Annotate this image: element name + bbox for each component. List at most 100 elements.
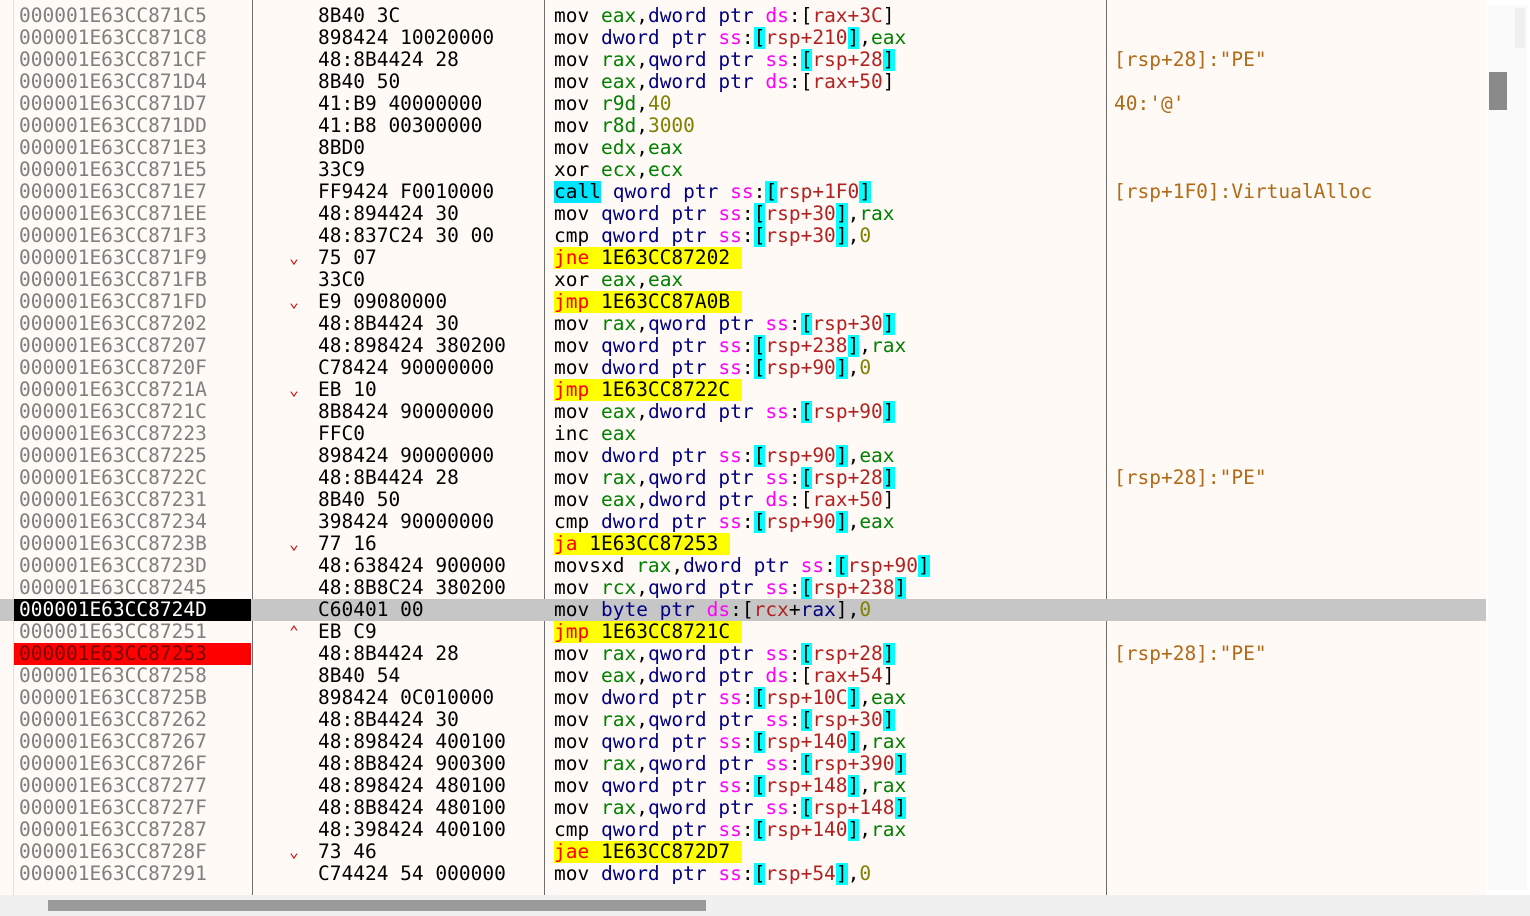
vertical-scrollbar[interactable] [1486,0,1530,895]
asm-token[interactable]: 1E63CC8722C [589,379,742,401]
instruction-address[interactable]: 000001E63CC871EE [19,203,207,225]
asm-token[interactable]: 1E63CC8721C [589,621,742,643]
instruction-address[interactable]: 000001E63CC8721A [19,379,207,401]
asm-token[interactable]: 1E63CC87253 [577,533,731,555]
instruction-address[interactable]: 000001E63CC871F9 [19,247,207,269]
instruction-address[interactable]: 000001E63CC871C5 [19,5,207,27]
instruction-bytes: 48:898424 400100 [318,731,506,753]
scroll-track[interactable] [1488,5,1527,890]
instruction-address[interactable]: 000001E63CC87225 [19,445,207,467]
horizontal-scrollbar[interactable] [0,895,1530,916]
scroll-thumb[interactable] [1489,72,1507,110]
instruction-address[interactable]: 000001E63CC871D4 [19,71,207,93]
instruction-address[interactable]: 000001E63CC871CF [19,49,207,71]
instruction-address[interactable]: 000001E63CC87253 [14,643,251,665]
instruction-address[interactable]: 000001E63CC87251 [19,621,207,643]
instruction-address[interactable]: 000001E63CC871FB [19,269,207,291]
asm-token[interactable]: 1E63CC872D7 [589,841,742,863]
instruction-address[interactable]: 000001E63CC8723D [19,555,207,577]
asm-token: , [847,445,860,467]
instruction-address[interactable]: 000001E63CC87231 [19,489,207,511]
scroll-up-area[interactable] [1515,8,1525,48]
instruction-address[interactable]: 000001E63CC8722C [19,467,207,489]
instruction-address[interactable]: 000001E63CC8727F [19,797,207,819]
instruction-address[interactable]: 000001E63CC871E5 [19,159,207,181]
instruction-address[interactable]: 000001E63CC87262 [19,709,207,731]
asm-token: [ [753,863,766,885]
instruction-address[interactable]: 000001E63CC8726F [19,753,207,775]
instruction-address[interactable]: 000001E63CC871E7 [19,181,207,203]
instruction-address[interactable]: 000001E63CC87287 [19,819,207,841]
instruction-address[interactable]: 000001E63CC87223 [19,423,207,445]
instruction-address[interactable]: 000001E63CC871FD [19,291,207,313]
asm-token[interactable]: 1E63CC87A0B [589,291,742,313]
instruction-address[interactable]: 000001E63CC871DD [19,115,207,137]
breakpoint-gutter[interactable] [0,0,14,895]
instruction-address[interactable]: 000001E63CC8720F [19,357,207,379]
instruction-address[interactable]: 000001E63CC87291 [19,863,207,885]
instruction-address[interactable]: 000001E63CC871C8 [19,27,207,49]
instruction-address[interactable]: 000001E63CC871F3 [19,225,207,247]
instruction-address[interactable]: 000001E63CC87234 [19,511,207,533]
instruction-address[interactable]: 000001E63CC8725B [19,687,207,709]
asm-token: ] [835,863,848,885]
instruction-address[interactable]: 000001E63CC87258 [19,665,207,687]
instruction-address[interactable]: 000001E63CC871D7 [19,93,207,115]
horizontal-scroll-thumb[interactable] [48,900,706,911]
instruction-address[interactable]: 000001E63CC87207 [19,335,207,357]
instruction-address[interactable]: 000001E63CC8721C [19,401,207,423]
instruction-address[interactable]: 000001E63CC87245 [19,577,207,599]
asm-token: , [671,555,684,577]
asm-token[interactable]: 1E63CC87202 [589,247,742,269]
instruction-address[interactable]: 000001E63CC8723B [19,533,207,555]
instruction-address[interactable]: 000001E63CC871E3 [19,137,207,159]
instruction-address[interactable]: 000001E63CC87202 [19,313,207,335]
instruction-address[interactable]: 000001E63CC87277 [19,775,207,797]
instruction-address[interactable]: 000001E63CC8724D [14,599,251,621]
instruction-address[interactable]: 000001E63CC87267 [19,731,207,753]
asm-token: ss [718,225,742,247]
instruction-address[interactable]: 000001E63CC8728F [19,841,207,863]
